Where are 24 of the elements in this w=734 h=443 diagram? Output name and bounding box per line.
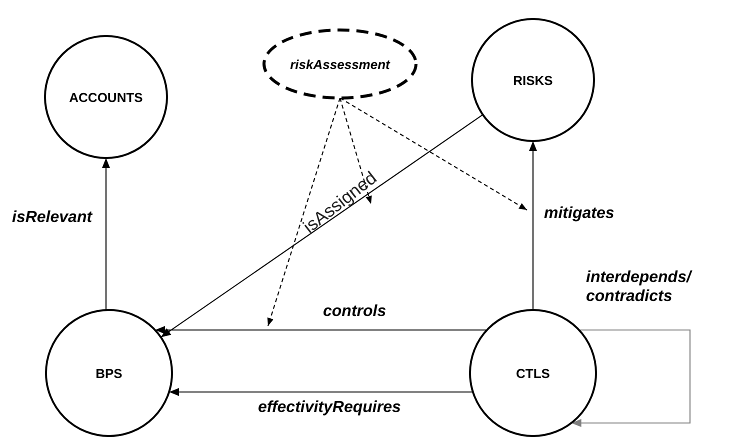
node-label: riskAssessment xyxy=(290,56,390,72)
entity-circle xyxy=(468,308,598,438)
arrow xyxy=(340,98,528,210)
edge-label: effectivityRequires xyxy=(258,398,401,417)
entity-circle xyxy=(470,17,596,143)
arrow xyxy=(339,98,372,204)
arrow xyxy=(155,326,487,334)
edge-label: interdepends/ contradicts xyxy=(586,268,694,306)
node-label: ACCOUNTS xyxy=(69,90,143,104)
arrow xyxy=(267,98,341,326)
edge-label: mitigates xyxy=(544,204,614,223)
arrow xyxy=(571,329,691,427)
arrow xyxy=(169,388,473,396)
node-label: CTLS xyxy=(516,366,550,380)
dashed-ellipse xyxy=(262,28,418,100)
node-label: RISKS xyxy=(513,72,553,88)
edge-label: controls xyxy=(323,302,386,321)
arrow xyxy=(160,114,484,338)
edge-label: isRelevant xyxy=(12,208,92,227)
entity-circle xyxy=(43,34,169,160)
arrow xyxy=(529,141,537,310)
arrow xyxy=(102,158,110,310)
entity-circle xyxy=(44,308,174,438)
node-label: BPS xyxy=(96,366,122,380)
